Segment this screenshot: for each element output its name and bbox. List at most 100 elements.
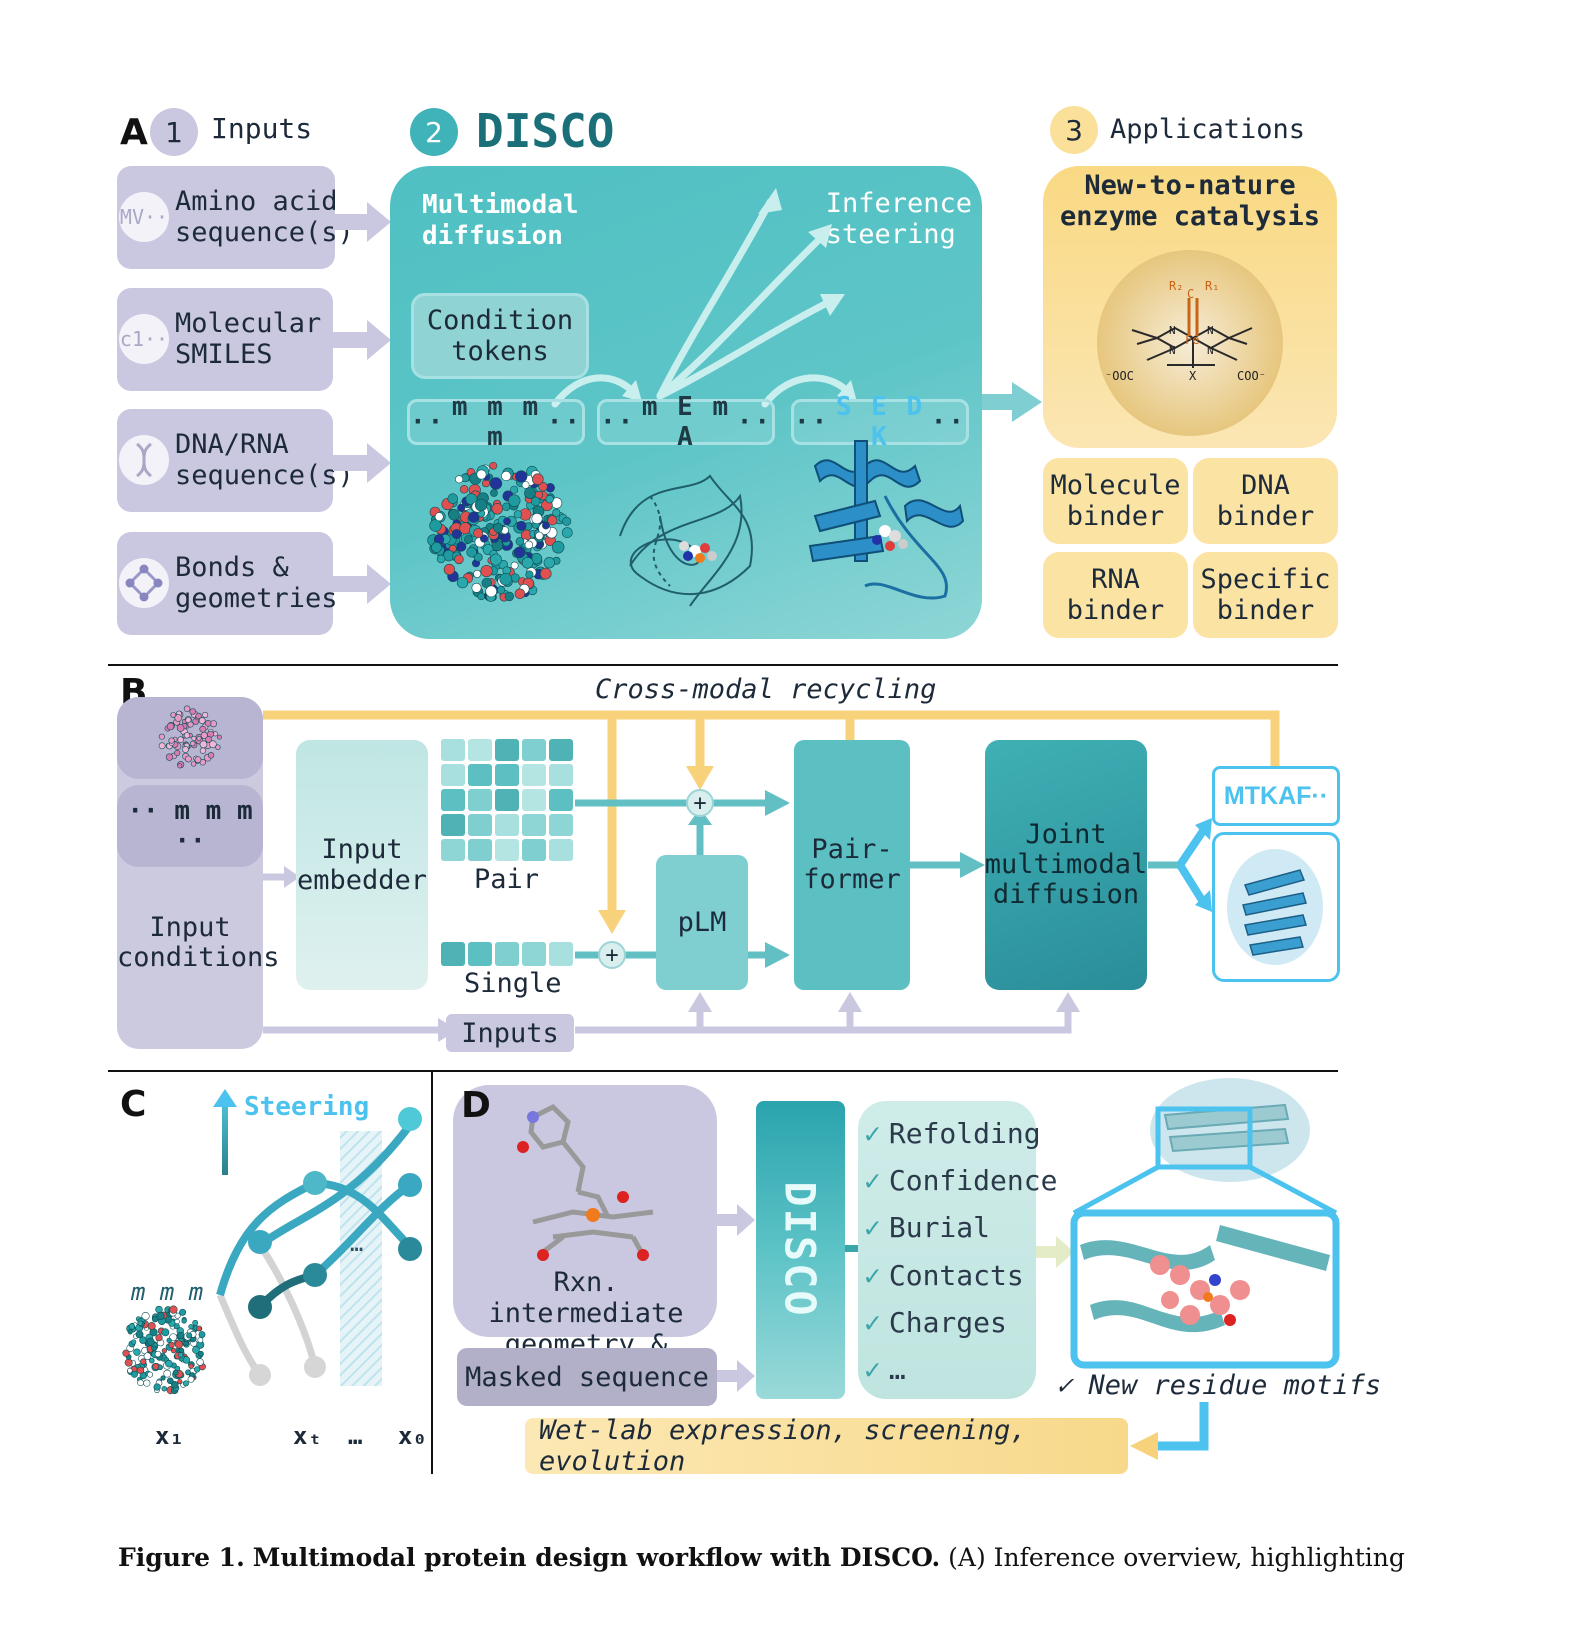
atom [184, 755, 192, 763]
atom [161, 1385, 168, 1392]
atom [473, 552, 483, 562]
disco-vertical-label: DISCO [775, 1181, 825, 1318]
disco-title: DISCO [476, 104, 615, 158]
atom [147, 1322, 156, 1330]
input-bonds: Bonds & geometries [117, 532, 338, 635]
pair-cell [441, 839, 465, 861]
divider-b-cd [108, 1070, 1338, 1072]
atom [124, 1358, 133, 1367]
atom [468, 511, 480, 523]
caption-bold: Multimodal protein design workflow with … [252, 1543, 941, 1572]
atom [122, 1349, 130, 1357]
chem-c: C [1187, 287, 1194, 301]
carbene-heme-image: R₂ C R₁ Fe N N N N X ⁻OOC COO⁻ [1097, 250, 1283, 436]
atom [158, 733, 165, 740]
folded-protein-image [808, 440, 965, 600]
dna-binder-box: DNA binder [1193, 458, 1338, 544]
atom [213, 731, 218, 737]
input-conditions-label: Input conditions [117, 912, 280, 973]
token-box-final: ·· S E D K ·· [791, 392, 969, 452]
disco-to-checks-connector [845, 1245, 859, 1252]
atom [542, 521, 550, 530]
trajectory-ellipsis: … [350, 1232, 364, 1257]
atom [489, 477, 503, 490]
atom [191, 735, 197, 741]
caption-prefix: Figure 1. [118, 1543, 245, 1572]
atom [182, 1356, 191, 1364]
check-more: ✓… [864, 1353, 906, 1386]
figure-caption: Figure 1. Multimodal protein design work… [118, 1543, 1405, 1572]
atom [215, 744, 221, 750]
atom [562, 516, 572, 526]
token-text: m E m A [641, 392, 731, 452]
atom [194, 756, 202, 764]
atom [501, 470, 512, 482]
atom [195, 712, 202, 720]
atom [136, 1366, 145, 1375]
atom [530, 496, 541, 507]
single-cell [441, 942, 465, 966]
atom [521, 481, 530, 489]
atom [545, 494, 554, 504]
atom [473, 528, 484, 539]
atom [165, 753, 174, 761]
atom [140, 1358, 147, 1365]
atom [165, 1359, 173, 1368]
chem-n: N [1207, 324, 1214, 337]
atom [497, 585, 506, 595]
single-cell [522, 942, 546, 966]
atom [490, 553, 502, 566]
atom [216, 734, 222, 740]
pair-cell [468, 789, 492, 811]
panel-d-letter: D [461, 1085, 491, 1126]
pair-cell [549, 789, 573, 811]
atom [156, 1311, 165, 1321]
axis-label-xt: xₜ [293, 1422, 322, 1450]
pair-cell [522, 764, 546, 786]
pair-cell [549, 814, 573, 836]
atom [524, 540, 534, 550]
atom [154, 1350, 162, 1358]
check-burial: ✓Burial [864, 1211, 991, 1244]
steering-label: Steering [244, 1092, 370, 1122]
atom [485, 585, 498, 598]
pair-cell [495, 814, 519, 836]
noise-atoms-image [427, 461, 573, 602]
atom [177, 1378, 183, 1385]
sum-pair-plus: + [693, 790, 707, 816]
input-conditions-column: ·· m m m ·· Input conditions [117, 697, 280, 1049]
atom [513, 510, 522, 519]
atom [139, 1336, 147, 1344]
atom [535, 531, 544, 541]
inference-steering-label: Inference steering [825, 188, 972, 250]
token-text: m m m m [451, 392, 541, 452]
atom [514, 588, 526, 600]
steering-trajectories [122, 1089, 422, 1395]
atom [480, 565, 493, 578]
atom [166, 1337, 172, 1343]
token-pre: ·· [600, 407, 636, 437]
atom [510, 485, 519, 494]
atom [171, 1381, 179, 1389]
specific-binder-box: Specific binder [1193, 552, 1338, 638]
molecule-binder-box: Molecule binder [1043, 458, 1188, 544]
input-embedder-block: Input embedder [296, 740, 428, 990]
atom [539, 567, 552, 580]
pair-cell [522, 739, 546, 761]
pair-cell [495, 789, 519, 811]
atom [188, 1363, 194, 1369]
input-arrows [333, 202, 391, 604]
pair-cell [468, 764, 492, 786]
new-residue-motifs-label: ✓ New residue motifs [1056, 1370, 1382, 1401]
output-structure-box [1212, 832, 1340, 982]
pair-cell [549, 839, 573, 861]
atom [174, 714, 183, 722]
atom [448, 508, 460, 521]
atom [169, 1305, 178, 1314]
pair-cell [495, 739, 519, 761]
atom [473, 569, 482, 578]
atom [489, 461, 498, 470]
input-label: Amino acid sequence(s) [175, 186, 354, 248]
output-sequence-box: MTKAF·· [1212, 766, 1340, 826]
token-post: ·· [736, 407, 772, 437]
